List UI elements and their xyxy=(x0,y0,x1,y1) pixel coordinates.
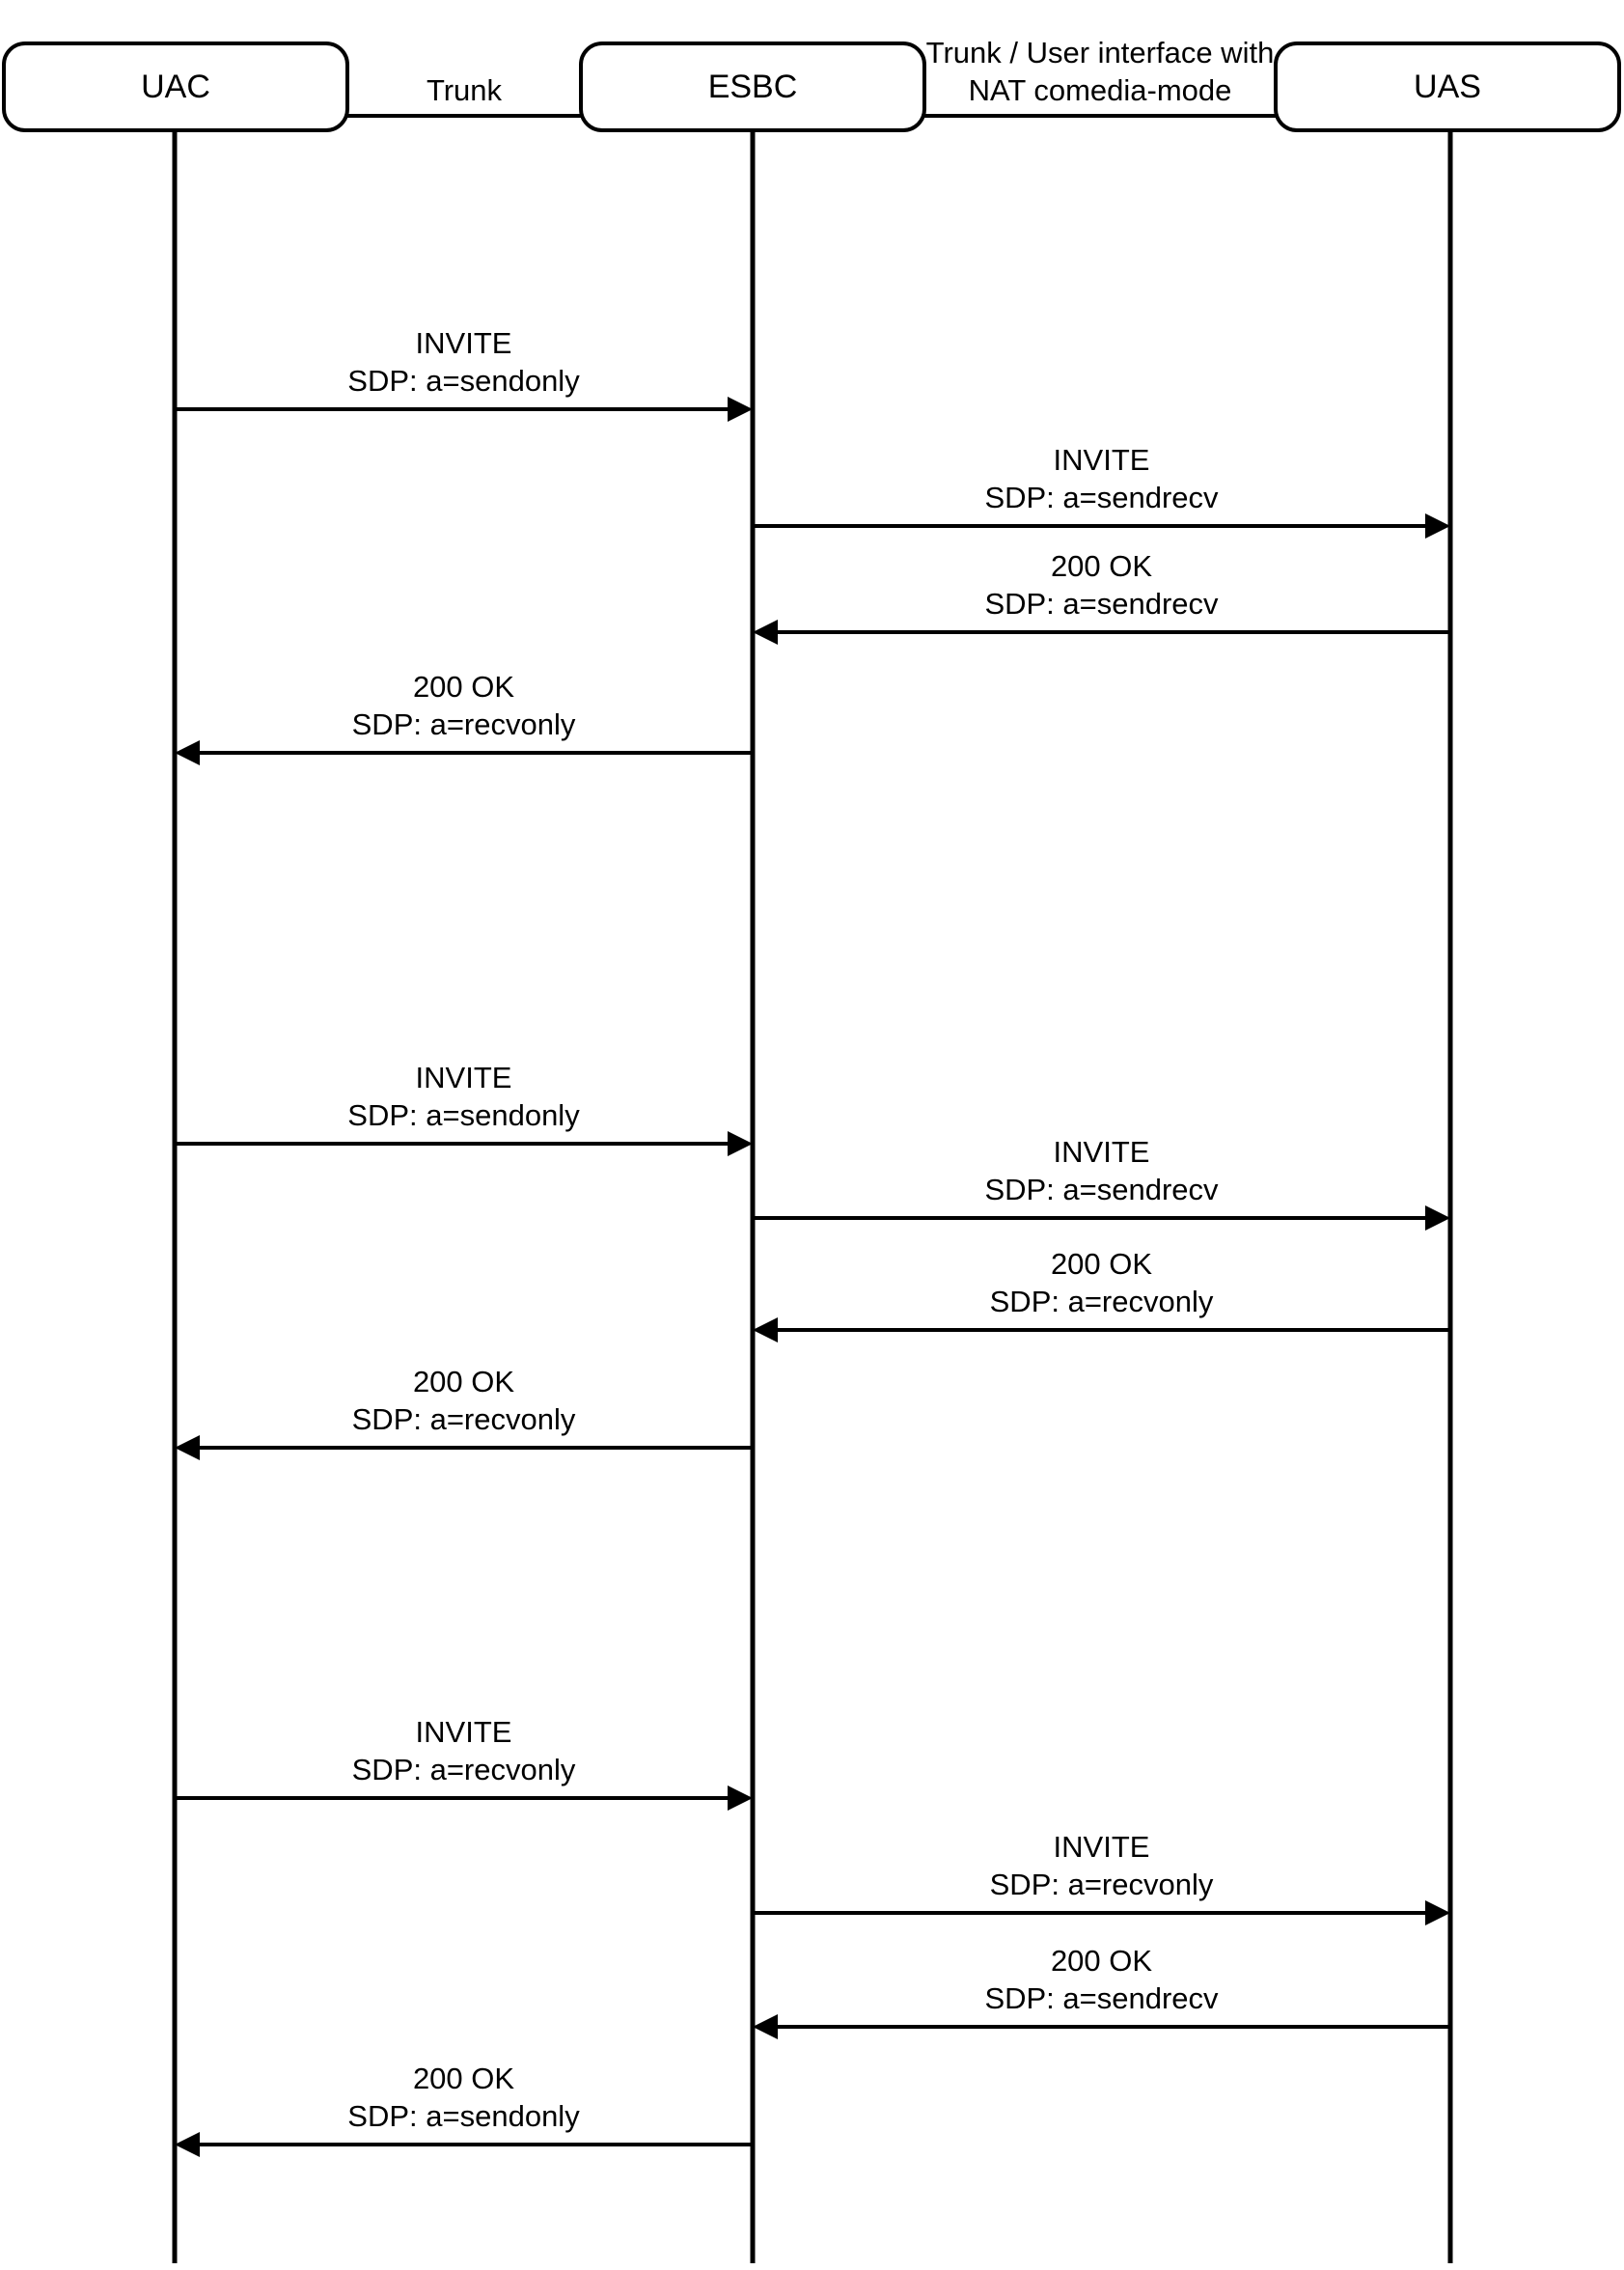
message-label-sdp-1: SDP: a=sendonly xyxy=(347,364,580,398)
message-label-sdp-6: SDP: a=sendrecv xyxy=(984,1173,1219,1206)
message-1[interactable]: INVITE SDP: a=sendonly xyxy=(175,326,753,422)
link-uac-esbc-label: Trunk xyxy=(427,73,503,107)
actor-label-uas: UAS xyxy=(1414,69,1481,105)
message-label-primary-5: INVITE xyxy=(416,1061,512,1094)
actor-box-uac[interactable] xyxy=(2,42,349,132)
message-arrowhead-5 xyxy=(728,1131,753,1156)
lifelines-layer xyxy=(172,130,1453,2263)
message-label-sdp-7: SDP: a=recvonly xyxy=(990,1285,1214,1318)
message-arrowhead-6 xyxy=(1425,1205,1450,1231)
actor-esbc[interactable]: ESBC xyxy=(579,42,926,132)
message-arrowhead-1 xyxy=(728,397,753,422)
message-label-sdp-4: SDP: a=recvonly xyxy=(352,707,576,741)
actor-uac[interactable]: UAC xyxy=(2,42,349,132)
link-esbc-uas-label: Trunk / User interface with xyxy=(926,36,1275,69)
message-label-primary-10: INVITE xyxy=(1054,1830,1150,1864)
message-arrowhead-4 xyxy=(175,740,200,765)
message-label-sdp-5: SDP: a=sendonly xyxy=(347,1098,580,1132)
message-10[interactable]: INVITE SDP: a=recvonly xyxy=(753,1830,1450,1925)
message-arrowhead-7 xyxy=(753,1317,778,1343)
actor-box-esbc[interactable] xyxy=(579,42,926,132)
message-arrowhead-10 xyxy=(1425,1900,1450,1925)
link-esbc-uas-label: NAT comedia-mode xyxy=(969,73,1232,107)
message-9[interactable]: INVITE SDP: a=recvonly xyxy=(175,1715,753,1811)
message-label-sdp-11: SDP: a=sendrecv xyxy=(984,1981,1219,2015)
message-arrowhead-3 xyxy=(753,620,778,645)
message-arrowhead-2 xyxy=(1425,513,1450,539)
message-label-sdp-9: SDP: a=recvonly xyxy=(352,1753,576,1786)
actor-uas[interactable]: UAS xyxy=(1274,42,1621,132)
link-uac-esbc: Trunk xyxy=(347,73,581,118)
message-label-sdp-3: SDP: a=sendrecv xyxy=(984,587,1219,621)
message-label-sdp-12: SDP: a=sendonly xyxy=(347,2099,580,2133)
message-label-primary-11: 200 OK xyxy=(1051,1944,1152,1978)
message-7[interactable]: 200 OK SDP: a=recvonly xyxy=(753,1247,1450,1343)
actor-boxes-layer: UAC ESBC UAS xyxy=(2,42,1621,132)
message-3[interactable]: 200 OK SDP: a=sendrecv xyxy=(753,549,1450,645)
message-6[interactable]: INVITE SDP: a=sendrecv xyxy=(753,1135,1450,1231)
message-label-primary-1: INVITE xyxy=(416,326,512,360)
actor-label-uac: UAC xyxy=(141,69,210,105)
message-arrowhead-8 xyxy=(175,1435,200,1460)
message-5[interactable]: INVITE SDP: a=sendonly xyxy=(175,1061,753,1156)
message-label-primary-7: 200 OK xyxy=(1051,1247,1152,1281)
message-label-primary-12: 200 OK xyxy=(413,2062,514,2095)
message-label-primary-2: INVITE xyxy=(1054,443,1150,477)
message-label-sdp-2: SDP: a=sendrecv xyxy=(984,481,1219,514)
actor-label-esbc: ESBC xyxy=(708,69,798,105)
message-arrowhead-11 xyxy=(753,2014,778,2039)
message-arrowhead-9 xyxy=(728,1786,753,1811)
message-label-sdp-10: SDP: a=recvonly xyxy=(990,1868,1214,1901)
message-8[interactable]: 200 OK SDP: a=recvonly xyxy=(175,1365,753,1460)
message-12[interactable]: 200 OK SDP: a=sendonly xyxy=(175,2062,753,2157)
message-label-primary-4: 200 OK xyxy=(413,670,514,704)
message-label-primary-6: INVITE xyxy=(1054,1135,1150,1169)
message-label-primary-3: 200 OK xyxy=(1051,549,1152,583)
message-label-primary-8: 200 OK xyxy=(413,1365,514,1398)
message-2[interactable]: INVITE SDP: a=sendrecv xyxy=(753,443,1450,539)
actor-box-uas[interactable] xyxy=(1274,42,1621,132)
message-label-primary-9: INVITE xyxy=(416,1715,512,1749)
message-label-sdp-8: SDP: a=recvonly xyxy=(352,1402,576,1436)
message-arrowhead-12 xyxy=(175,2132,200,2157)
